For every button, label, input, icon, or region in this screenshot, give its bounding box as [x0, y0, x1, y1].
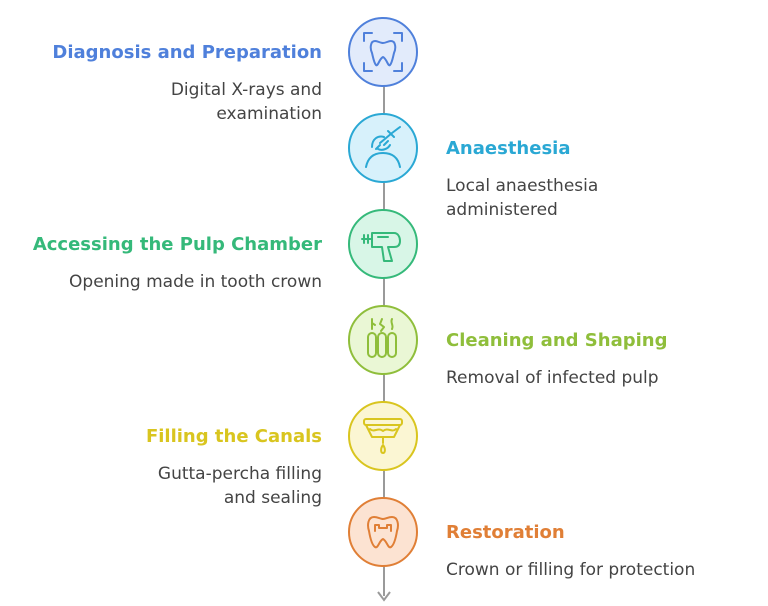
step-4-icon-circle [348, 305, 418, 375]
step-3-title: Accessing the Pulp Chamber [32, 234, 322, 255]
step-1-description: Digital X-rays and examination [170, 80, 322, 124]
step-4-title: Cleaning and Shaping [446, 330, 668, 351]
step-6-title: Restoration [446, 522, 565, 543]
step-2-icon-circle [348, 113, 418, 183]
step-1-title: Diagnosis and Preparation [52, 42, 322, 63]
dental-drill-icon [361, 232, 401, 262]
step-1-icon-circle [348, 17, 418, 87]
step-3-icon-circle [348, 209, 418, 279]
step-6-description: Crown or filling for protection [446, 560, 696, 580]
filling-dispenser-icon [363, 418, 403, 454]
dental-files-icon [367, 318, 397, 358]
step-6-icon-circle [348, 497, 418, 567]
crowned-tooth-icon [367, 516, 399, 549]
step-5-description: Gutta-percha filling and sealing [157, 464, 322, 508]
step-5-icon-circle [348, 401, 418, 471]
step-4-description: Removal of infected pulp [446, 368, 659, 388]
step-3-description: Opening made in tooth crown [69, 272, 322, 292]
anaesthesia-syringe-icon [365, 126, 401, 168]
tooth-scan-icon [363, 32, 403, 72]
timeline-arrowhead [377, 591, 391, 602]
step-2-title: Anaesthesia [446, 138, 571, 159]
step-2-description: Local anaesthesia administered [446, 176, 599, 220]
step-5-title: Filling the Canals [145, 426, 322, 447]
